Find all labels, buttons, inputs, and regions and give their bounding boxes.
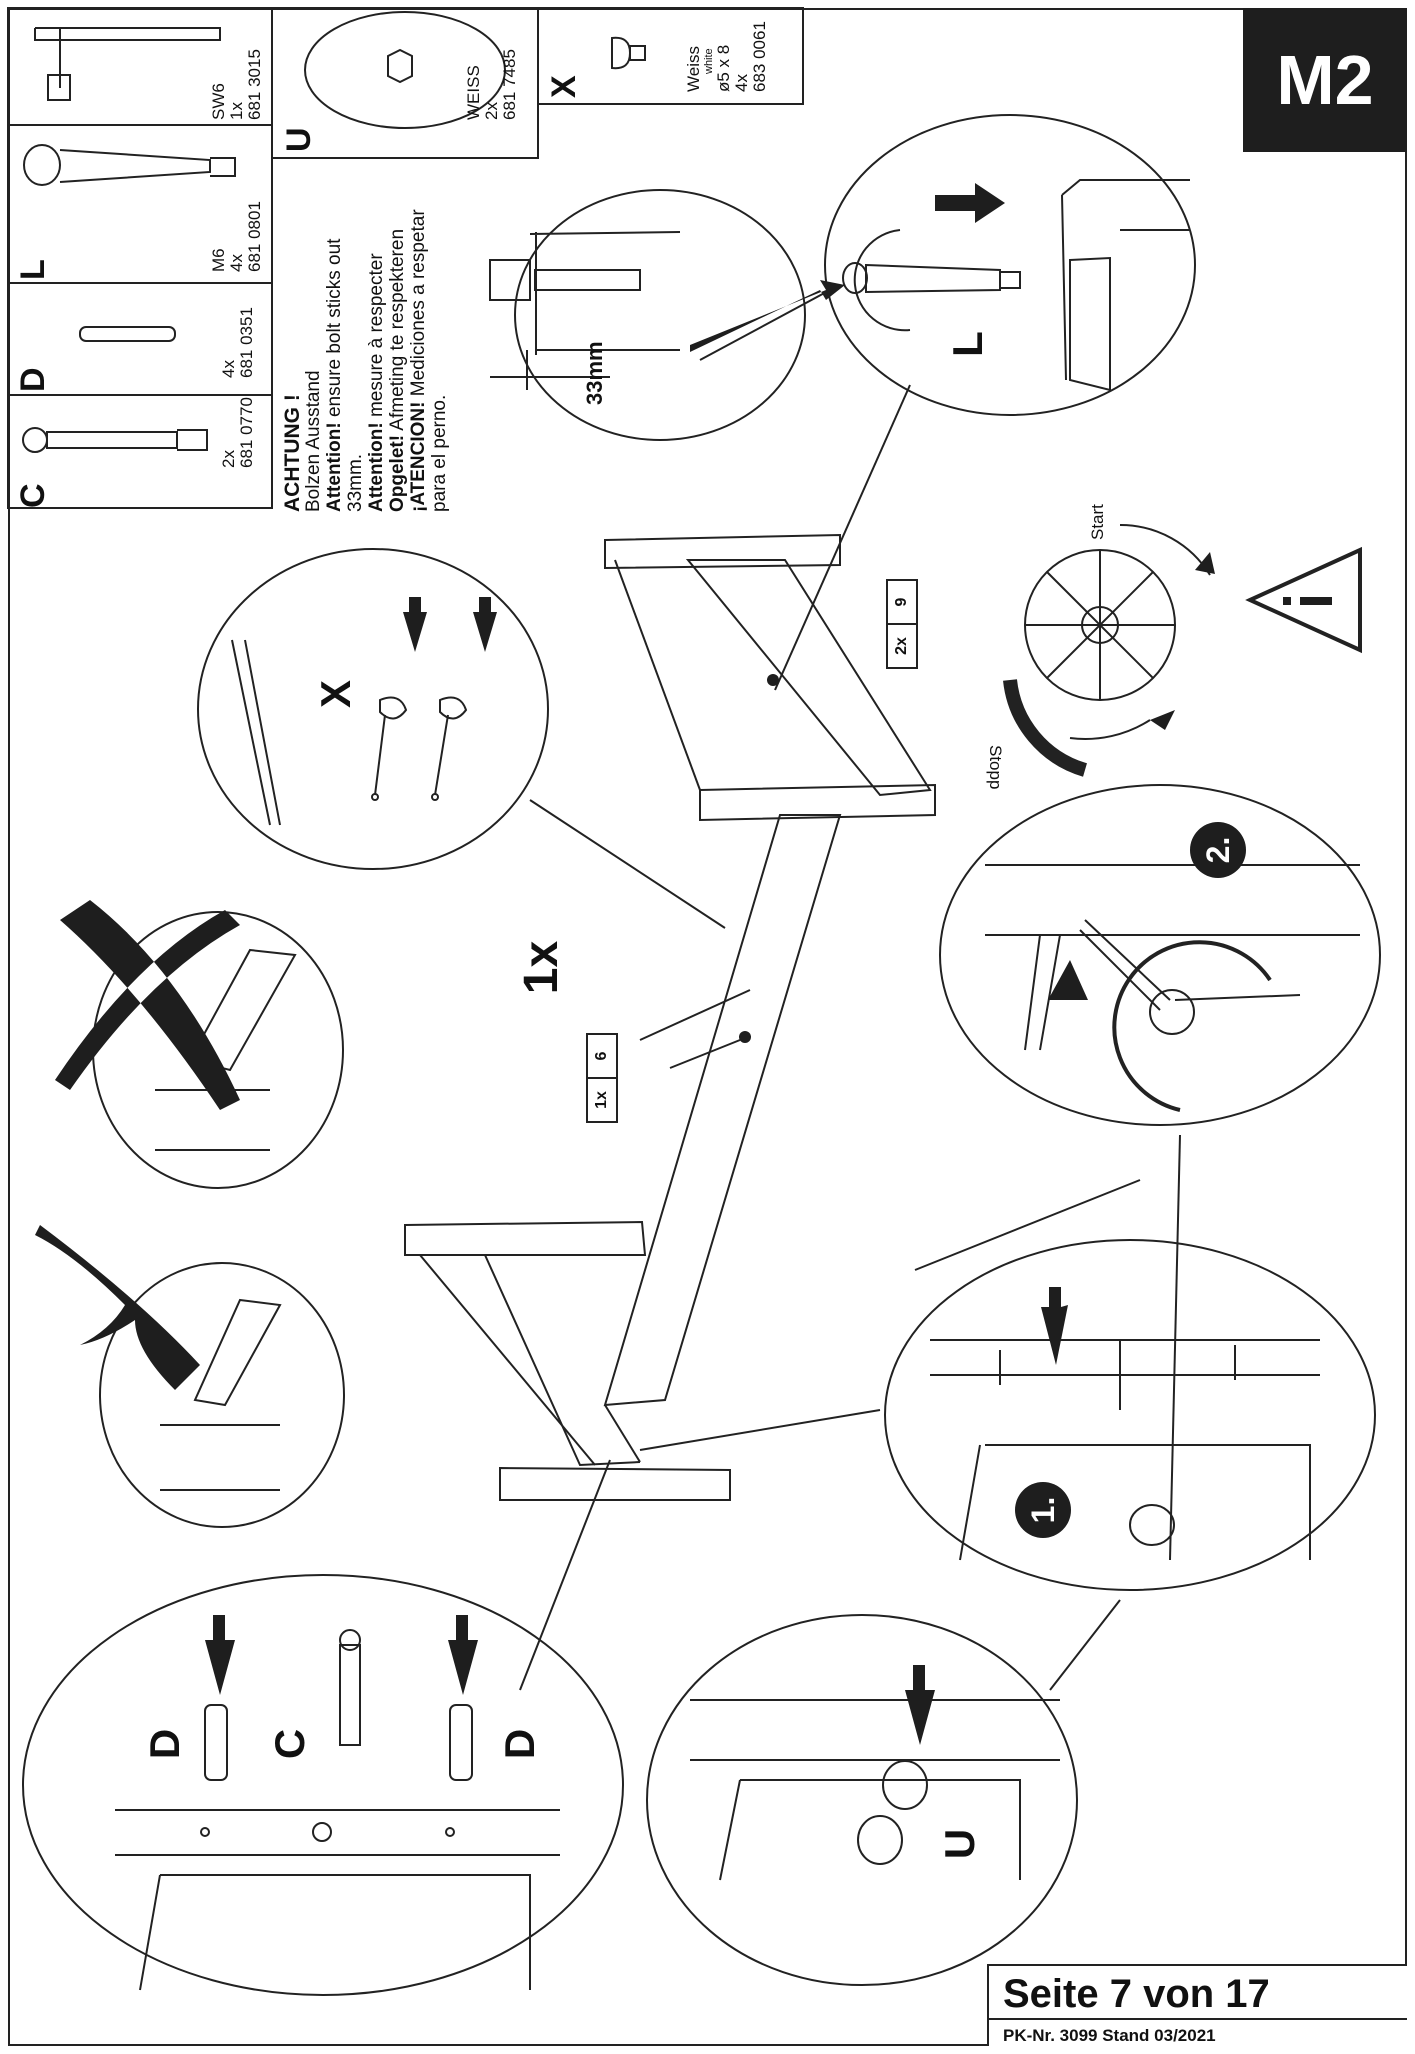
- frame-assembly: [404, 533, 936, 1501]
- step-2-badge: 2.: [1190, 822, 1246, 878]
- detail-33mm-circle: [514, 189, 806, 441]
- warning-fr: mesure à respecter: [366, 253, 387, 423]
- arrow-down-icon-d2: [448, 1615, 478, 1695]
- d-letter-2-label: D: [496, 1728, 544, 1760]
- part-d-letter: D: [14, 367, 52, 392]
- warning-fr-bold: Attention!: [366, 422, 387, 512]
- part-x-spec3: ø5 x 8: [714, 44, 733, 92]
- stopp-label: Stopp: [986, 745, 1005, 790]
- arrow-down-icon-step1: [1041, 1287, 1068, 1365]
- part-c-art: 681 0770: [237, 397, 256, 468]
- warning-es2: para el perno.: [429, 394, 450, 512]
- pk-number: PK-Nr. 3099 Stand 03/2021: [1003, 2026, 1216, 2045]
- part-l-art: 681 0801: [245, 201, 264, 272]
- detail-u-circle: [646, 1614, 1078, 1986]
- callout-num: 6: [588, 1035, 616, 1079]
- bolt-l-icon: [23, 144, 236, 186]
- part-sw6-art: 681 3015: [245, 49, 264, 120]
- part-x-qty: 4x: [732, 74, 751, 92]
- main-qty-label: 1x: [515, 940, 569, 995]
- part-sw6-qty: 1x: [227, 102, 246, 120]
- warning-es: Mediciones a respetar: [408, 209, 429, 402]
- callout-qty: 2x: [893, 637, 910, 655]
- x-letter-label: X: [312, 679, 360, 709]
- callout-1x-6: 1x 6: [586, 1033, 618, 1123]
- callout-qty: 1x: [593, 1091, 610, 1109]
- arrow-down-icon-u: [905, 1665, 935, 1745]
- bolt-letter-label: L: [943, 331, 991, 357]
- part-l-letter: L: [14, 259, 52, 280]
- warning-title: ACHTUNG !: [281, 394, 304, 512]
- arrow-down-icon-d1: [205, 1615, 235, 1695]
- step-label: M2: [1243, 8, 1407, 152]
- warning-en: ensure bolt sticks out: [324, 238, 345, 423]
- parts-strip-left: [7, 7, 273, 509]
- cap-x-icon: [611, 36, 646, 70]
- step-1-badge: 1.: [1015, 1482, 1071, 1538]
- warning-en-bold: Attention!: [324, 422, 345, 512]
- start-label: Start: [1088, 504, 1107, 540]
- page-number: Seite 7 von 17: [989, 1966, 1407, 2020]
- warning-nl: Afmeting te respekteren: [387, 228, 408, 435]
- hex-key-icon: [34, 27, 221, 101]
- detail-dowel-circle: [22, 1574, 624, 1996]
- bolt-c-icon: [22, 427, 208, 453]
- callout-2x-9: 2x 9: [886, 579, 918, 669]
- detail-right-circle: [99, 1262, 345, 1528]
- part-sw6-spec: SW6: [209, 83, 228, 120]
- part-d-art: 681 0351: [237, 307, 256, 378]
- warning-nl-bold: Opgelet!: [387, 434, 408, 512]
- part-x-letter: X: [545, 75, 583, 98]
- d-letter-1-label: D: [141, 1728, 189, 1760]
- warning-de: Bolzen Ausstand: [303, 370, 324, 512]
- part-u-spec: WEISS: [464, 65, 483, 120]
- arrow-down-icon: [403, 597, 427, 652]
- warning-block: ACHTUNG ! Bolzen Ausstand Attention! ens…: [281, 209, 450, 512]
- dowel-d-icon: [79, 326, 176, 342]
- parts-strip-x: [537, 7, 804, 105]
- part-l-spec: M6: [209, 248, 228, 272]
- detail-bolt-insert-circle: [824, 114, 1196, 416]
- part-c-letter: C: [14, 483, 52, 508]
- part-x-art: 683 0061: [750, 21, 769, 92]
- part-u-art: 681 7485: [500, 49, 519, 120]
- rotate-arrow-icon: [1048, 960, 1088, 1000]
- part-u-qty: 2x: [482, 102, 501, 120]
- warning-en2: 33mm.: [345, 453, 366, 512]
- wrong-mark-icon: [55, 900, 240, 1110]
- arrow-right-icon: [935, 183, 1005, 223]
- callout-num: 9: [888, 581, 916, 625]
- cap-u-icon: [304, 11, 506, 129]
- part-x-spec: Weiss: [684, 46, 703, 92]
- c-letter-label: C: [266, 1728, 314, 1760]
- warning-es-bold: ¡ATENCION!: [408, 401, 429, 512]
- detail-x-caps-circle: [197, 548, 549, 870]
- part-u-letter: U: [280, 127, 318, 152]
- page-footer: Seite 7 von 17 PK-Nr. 3099 Stand 03/2021: [987, 1964, 1407, 2046]
- detail-step1-circle: [884, 1239, 1376, 1591]
- part-d-qty: 4x: [219, 360, 238, 378]
- detail-step2-circle: [939, 784, 1381, 1126]
- part-l-qty: 4x: [227, 254, 246, 272]
- u-letter-label: U: [936, 1828, 984, 1860]
- dimension-label: 33mm: [582, 341, 607, 405]
- part-c-qty: 2x: [219, 450, 238, 468]
- check-mark-icon: [35, 1225, 200, 1390]
